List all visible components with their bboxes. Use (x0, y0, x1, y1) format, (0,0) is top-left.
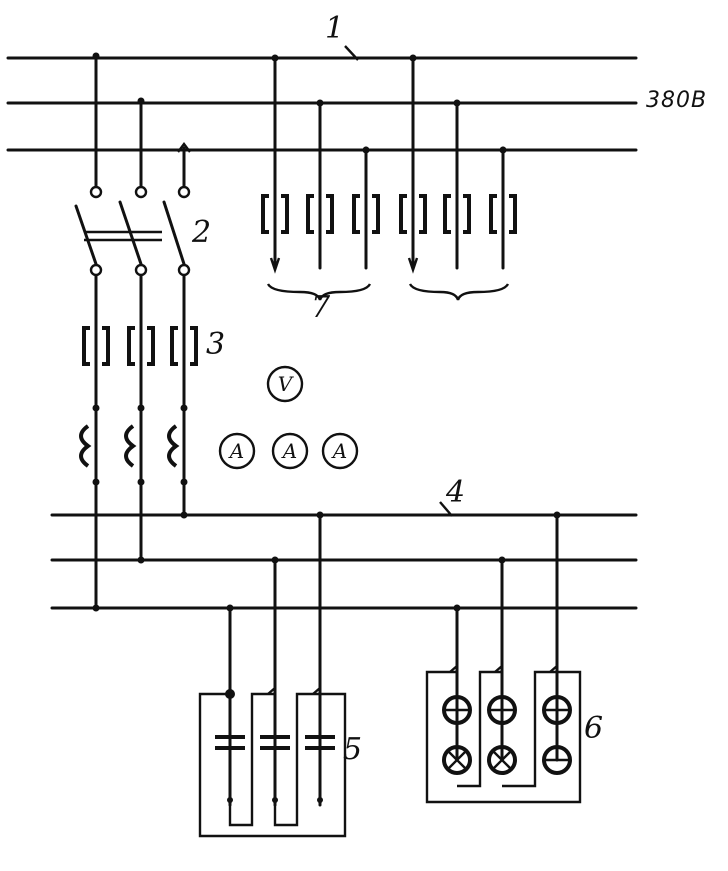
ammeter-symbol-3: A (331, 439, 347, 463)
label-voltage: 380В (646, 88, 708, 113)
label-top-bus: 1 (325, 11, 345, 46)
main-feed-wires (94, 274, 186, 610)
feeder-group-right (399, 54, 517, 301)
top-bus (6, 45, 638, 152)
voltmeter: V (266, 365, 304, 403)
ammeter-symbol-1: A (228, 439, 244, 463)
label-switch: 2 (192, 215, 212, 250)
main-fuses (82, 326, 198, 366)
ammeter-symbol-2: A (281, 439, 297, 463)
label-bottom-bus: 4 (446, 475, 466, 510)
ammeters: A A A (218, 432, 359, 470)
feeder-group-left (261, 54, 380, 301)
main-switch (74, 52, 191, 277)
lamp-group (425, 511, 582, 804)
label-fuses: 3 (206, 327, 226, 362)
capacitor-bank (198, 511, 347, 838)
label-capacitors: 5 (343, 732, 363, 767)
current-transformers (79, 404, 188, 486)
label-lamps: 6 (584, 711, 604, 746)
voltmeter-symbol: V (278, 372, 295, 396)
bottom-bus (50, 501, 638, 612)
label-feeder-fuses: 7 (311, 290, 331, 325)
